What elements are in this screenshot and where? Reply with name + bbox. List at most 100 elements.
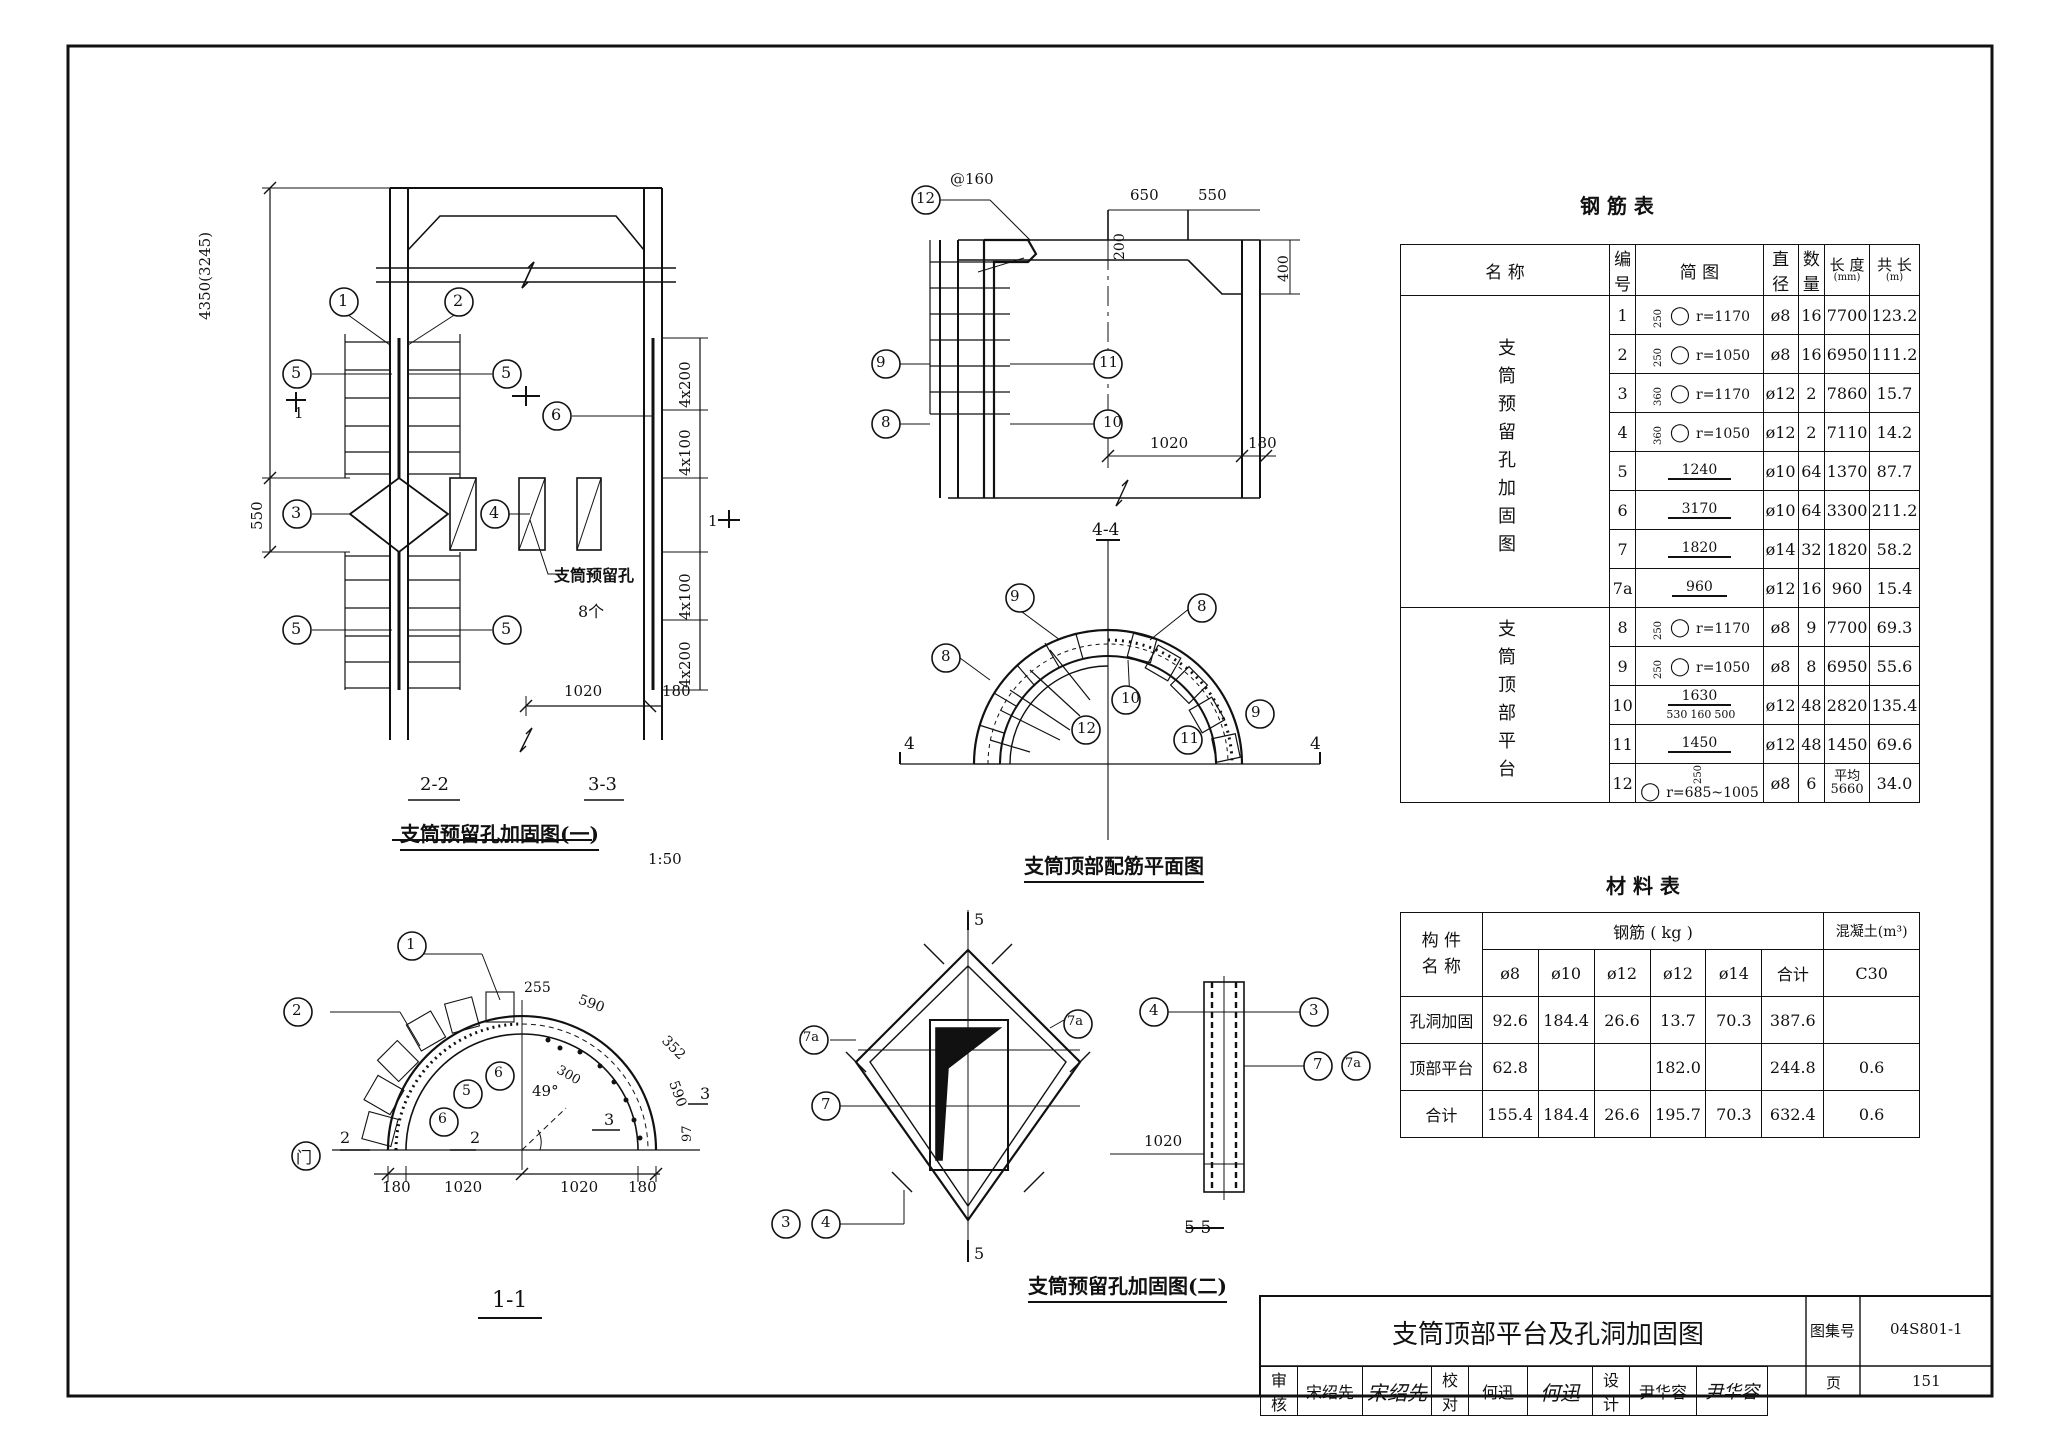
mat-member-line2: 名 称	[1421, 956, 1462, 977]
sketch-extra: 500	[1714, 708, 1736, 721]
section-1-1-view	[283, 931, 708, 1319]
mat-col-d12b: ø12	[1649, 949, 1707, 997]
rebar-qty: 2	[1797, 412, 1826, 452]
callout-7a-right: 7a	[1067, 1014, 1084, 1029]
hole-count: 8个	[578, 602, 605, 621]
callout-10a: 9	[876, 353, 886, 371]
material-cell	[1823, 996, 1920, 1044]
callout-9a: 10	[1103, 413, 1123, 431]
rebar-dia: ø8	[1762, 607, 1799, 647]
sec-mark-3-mid: 3	[604, 1110, 615, 1129]
material-cell: 184.4	[1537, 996, 1595, 1044]
rebar-no: 6	[1608, 490, 1637, 530]
rebar-total: 87.7	[1868, 451, 1921, 491]
rebar-total: 69.3	[1868, 607, 1921, 647]
drawing-title: 支筒顶部平台及孔洞加固图	[1392, 1320, 1705, 1350]
callout-1: 1	[338, 291, 349, 310]
rebar-no: 12	[1608, 763, 1637, 803]
mat-col-d14: ø14	[1705, 949, 1763, 997]
callout-4c: 4	[1149, 1001, 1159, 1019]
rebar-qty: 6	[1797, 763, 1826, 803]
dim-97: 97	[680, 1125, 695, 1142]
sheet-border	[66, 44, 1994, 1398]
sketch-radius: r=685~1005	[1666, 784, 1759, 801]
rebar-dia: ø12	[1762, 568, 1799, 608]
callout-4: 4	[489, 503, 500, 522]
sec-4-4-label: 4-4	[1092, 520, 1120, 540]
col-name: 名 称	[1400, 244, 1610, 296]
sketch-radius: r=1170	[1696, 386, 1751, 403]
rebar-sketch: 1240	[1635, 451, 1764, 491]
hole-note: 支筒预留孔	[554, 566, 635, 585]
rebar-table-title: 钢 筋 表	[1580, 194, 1654, 218]
dim-550-left: 550	[248, 501, 266, 530]
dim-4x200-bot: 4x200	[676, 641, 694, 688]
sketch-length: 1240	[1667, 462, 1732, 480]
rebar-qty: 48	[1797, 685, 1826, 725]
mat-col-c30: C30	[1823, 949, 1920, 997]
sec-mark-4-left: 4	[904, 734, 915, 754]
rebar-len: 3300	[1824, 490, 1870, 530]
sec-mark-4-right: 4	[1310, 734, 1321, 754]
sketch-dim: 360	[1652, 386, 1664, 406]
material-cell	[1537, 1043, 1595, 1091]
rebar-no: 4	[1608, 412, 1637, 452]
rebar-qty: 9	[1797, 607, 1826, 647]
rebar-len: 1820	[1824, 529, 1870, 569]
rebar-sketch: 1450	[1635, 724, 1764, 764]
reinforce-view-2	[771, 910, 1371, 1262]
hoop-icon: ◯	[1669, 421, 1690, 443]
rebar-len: 7860	[1824, 373, 1870, 413]
rebar-len: 2820	[1824, 685, 1870, 725]
rebar-qty: 16	[1797, 295, 1826, 335]
design-label: 设计	[1592, 1366, 1630, 1416]
sec-mark-5-top: 5	[974, 910, 985, 929]
material-cell: 62.8	[1481, 1043, 1539, 1091]
top-plan-view	[899, 539, 1321, 840]
dim-550-top: 550	[1198, 186, 1227, 204]
sketch-dim: 250	[1652, 620, 1664, 640]
dim-1020-1a: 1020	[444, 1178, 483, 1196]
callout-6c: 6	[438, 1111, 447, 1127]
group-top-platform: 支筒顶部平台	[1400, 607, 1610, 803]
dim-200: 200	[1112, 233, 1128, 260]
mat-col-sum: 合计	[1761, 949, 1825, 997]
atlas-number: 04S801-1	[1890, 1320, 1963, 1338]
sketch-length: 1820	[1667, 540, 1732, 558]
col-qty: 数 量	[1797, 244, 1826, 296]
callout-3: 3	[291, 503, 302, 522]
callout-7-left: 7	[821, 1095, 831, 1113]
callout-2b: 2	[292, 1001, 302, 1019]
rebar-no: 10	[1608, 685, 1637, 725]
dim-1020-5: 1020	[1144, 1132, 1183, 1150]
col-total: 共 长 (m)	[1868, 244, 1921, 296]
callout-5a: 5	[291, 363, 302, 382]
rebar-table: 名 称 编 号 简 图 直 径 数 量 长 度 (mm) 共 长 (m) 支筒预…	[1400, 244, 1921, 803]
hoop-icon: ◯	[1640, 780, 1661, 802]
material-cell: 70.3	[1705, 996, 1763, 1044]
dim-180-v1: 180	[662, 682, 691, 700]
sketch-dim: 250	[1652, 308, 1664, 328]
rebar-no: 9	[1608, 646, 1637, 686]
checker-signature: 何迅	[1527, 1366, 1593, 1416]
rebar-total: 15.7	[1868, 373, 1921, 413]
callout-10c: 9	[1251, 703, 1261, 721]
callout-6b: 6	[494, 1065, 503, 1081]
view-title-reinforce2: 支筒预留孔加固图(二)	[1028, 1270, 1227, 1303]
material-cell: 92.6	[1481, 996, 1539, 1044]
rebar-dia: ø12	[1762, 373, 1799, 413]
rebar-sketch: 250◯r=1170	[1635, 295, 1764, 335]
material-cell	[1705, 1043, 1763, 1091]
sketch-length: 3170	[1667, 501, 1732, 519]
hoop-icon: ◯	[1669, 616, 1690, 638]
callout-2: 2	[453, 291, 464, 310]
rebar-no: 7	[1608, 529, 1637, 569]
